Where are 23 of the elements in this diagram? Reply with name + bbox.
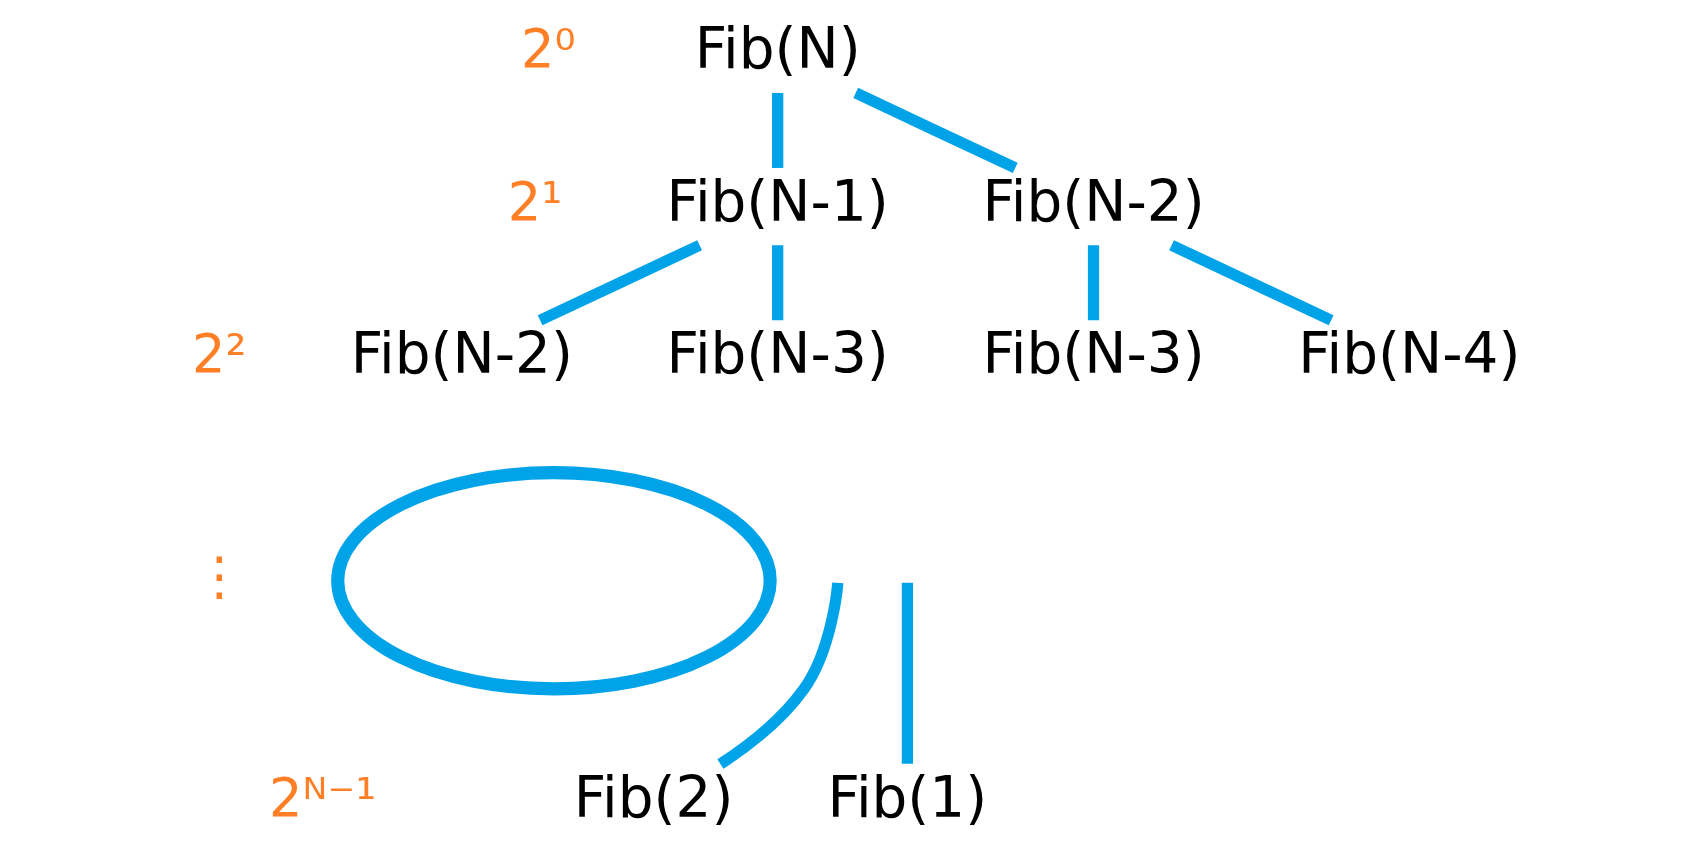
node-text: Fib(N-2) [350,321,573,387]
node-text: Fib(N-3) [666,321,889,387]
label: 2² [191,322,247,384]
label: 2ᴺ⁻¹ [268,766,376,828]
node-text: Fib(N-3) [981,321,1205,387]
node-text: Fib(N) [694,16,861,82]
label: 2⁰ [520,18,576,80]
node-text: Fib(N-2) [981,168,1205,234]
label: 2¹ [507,170,562,232]
connector [1168,240,1334,326]
connector [771,245,783,321]
connector [1087,245,1099,321]
node-text: Fib(1) [827,764,987,830]
node-cloud [330,466,777,696]
connector [852,87,1018,174]
connector [901,582,913,764]
node-text: Fib(N-4) [1297,321,1520,387]
label: ⋮ [192,544,246,606]
connector [716,582,843,769]
connector [537,240,702,326]
node-text: Fib(N-1) [666,168,889,234]
connector [771,92,783,168]
node-text: Fib(2) [573,764,733,830]
